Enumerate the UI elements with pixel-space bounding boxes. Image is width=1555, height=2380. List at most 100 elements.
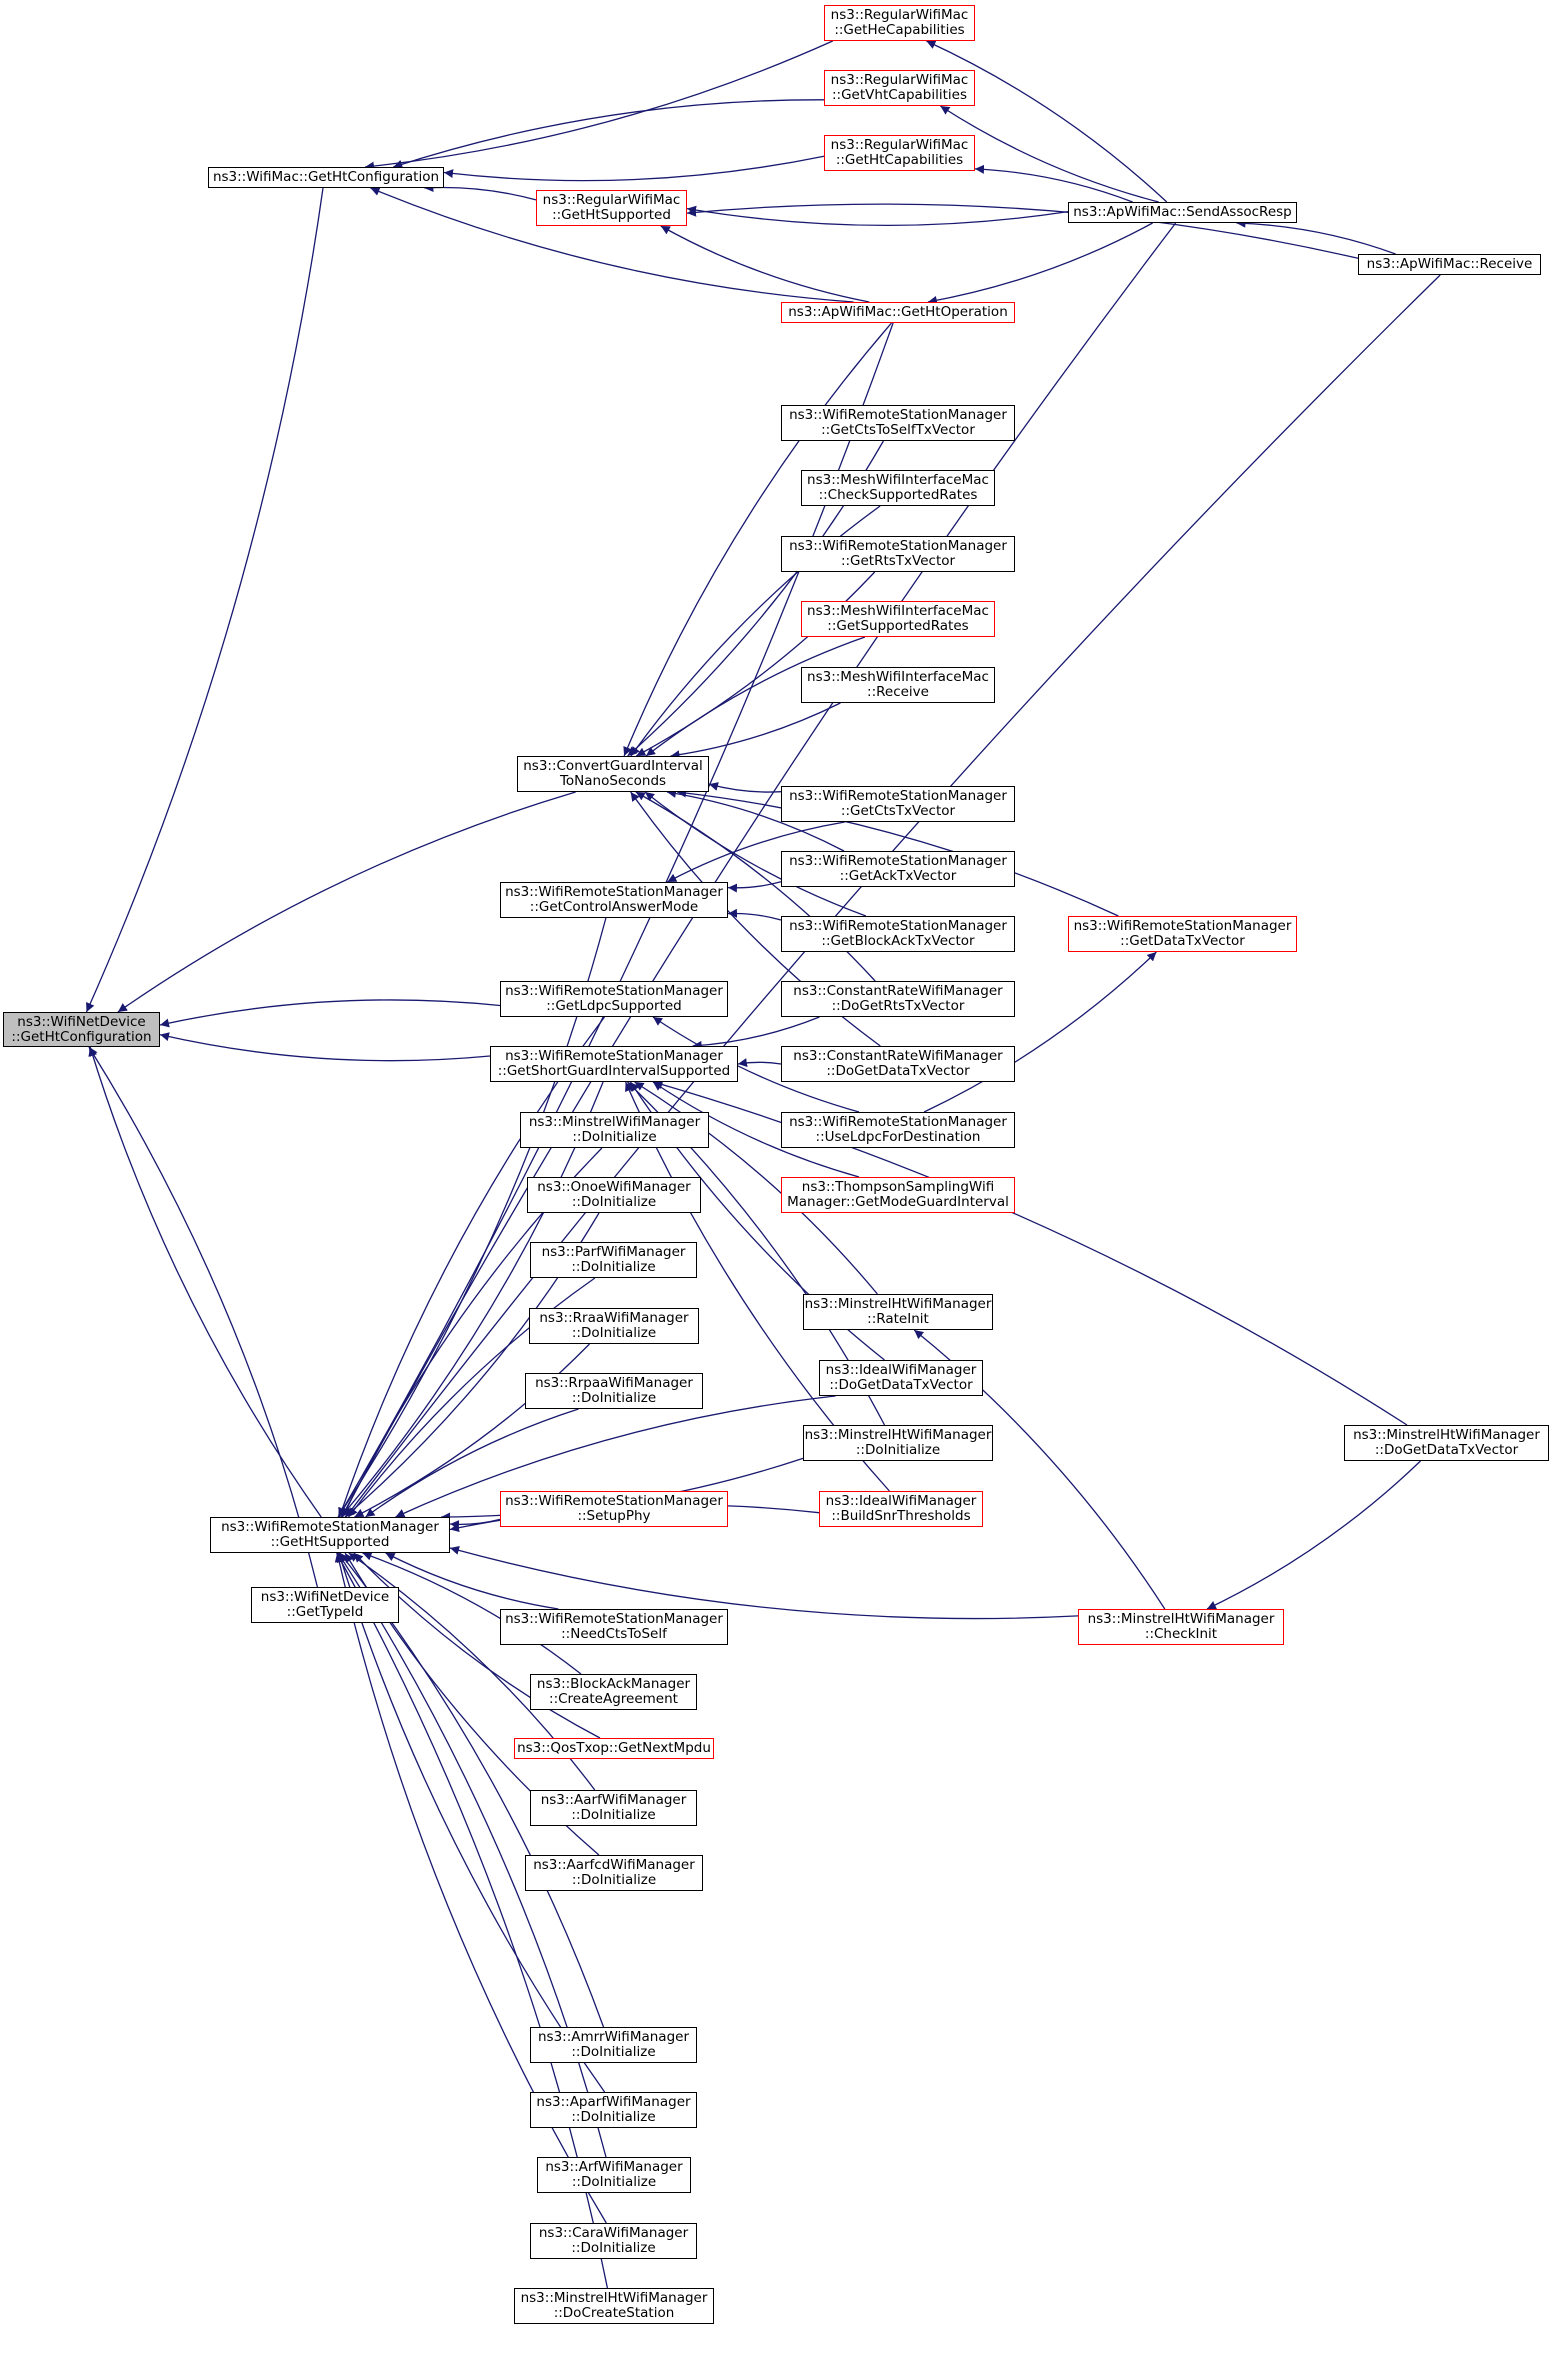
edge-wrsm_get_ack-to-wrsm_control_answer [727,881,782,893]
node-wrsm-sgi-supported[interactable]: ns3::WifiRemoteStationManager::GetShortG… [490,1046,738,1082]
edge-ideal_data-to-wrsm_ht_supported [395,1395,836,1518]
node-label-line: ::BuildSnrThresholds [831,1508,971,1524]
node-wrsm-get-data[interactable]: ns3::WifiRemoteStationManager::GetDataTx… [1068,916,1297,952]
node-cara-doinit[interactable]: ns3::CaraWifiManager::DoInitialize [530,2223,697,2259]
node-label-line: ns3::ApWifiMac::Receive [1366,256,1533,272]
node-aarfcd-doinit[interactable]: ns3::AarfcdWifiManager::DoInitialize [525,1855,703,1891]
node-label-line: ns3::RraaWifiManager [539,1310,689,1326]
edge-wnd_get_type-to-root [88,1046,319,1588]
edge-crwm_data-to-convert_gi [630,791,881,1047]
node-label-line: ns3::MinstrelHtWifiManager [1353,1427,1540,1443]
node-label-line: ns3::RegularWifiMac [830,137,969,153]
node-label-line: ns3::ConstantRateWifiManager [793,1048,1003,1064]
node-label-line: ns3::WifiRemoteStationManager [789,853,1007,869]
node-label-line: ns3::WifiRemoteStationManager [789,538,1007,554]
node-wrsm-get-rts[interactable]: ns3::WifiRemoteStationManager::GetRtsTxV… [781,536,1015,572]
node-ap-receive[interactable]: ns3::ApWifiMac::Receive [1358,254,1541,275]
node-wnd-get-type[interactable]: ns3::WifiNetDevice::GetTypeId [251,1587,399,1623]
node-wrsm-setup-phy[interactable]: ns3::WifiRemoteStationManager::SetupPhy [500,1491,728,1527]
node-wrsm-get-cts-to-self[interactable]: ns3::WifiRemoteStationManager::GetCtsToS… [781,405,1015,441]
node-mht-create-station[interactable]: ns3::MinstrelHtWifiManager::DoCreateStat… [514,2288,714,2324]
node-mac-get-ht-config[interactable]: ns3::WifiMac::GetHtConfiguration [208,167,444,188]
node-label-line: ns3::AarfWifiManager [540,1792,687,1808]
node-label-line: ns3::WifiRemoteStationManager [1073,918,1292,934]
node-ap-send-assoc-resp[interactable]: ns3::ApWifiMac::SendAssocResp [1068,202,1297,223]
node-crwm-rts[interactable]: ns3::ConstantRateWifiManager::DoGetRtsTx… [781,981,1015,1017]
edge-ap_receive-to-rwm_get_ht_supported [686,203,1359,259]
node-wrsm-need-cts[interactable]: ns3::WifiRemoteStationManager::NeedCtsTo… [500,1609,728,1645]
node-label-line: ns3::MeshWifiInterfaceMac [807,669,989,685]
node-ideal-data[interactable]: ns3::IdealWifiManager::DoGetDataTxVector [819,1360,983,1396]
node-ideal-snr[interactable]: ns3::IdealWifiManager::BuildSnrThreshold… [819,1491,983,1527]
node-wrsm-control-answer[interactable]: ns3::WifiRemoteStationManager::GetContro… [500,882,728,918]
node-parf-doinit[interactable]: ns3::ParfWifiManager::DoInitialize [530,1242,697,1278]
edge-ap_send_assoc_resp-to-ap_get_ht_operation [927,222,1153,305]
node-minstrel-doinit[interactable]: ns3::MinstrelWifiManager::DoInitialize [520,1112,709,1148]
node-wrsm-use-ldpc[interactable]: ns3::WifiRemoteStationManager::UseLdpcFo… [781,1112,1015,1148]
edge-rraa_doinit-to-wrsm_ht_supported [354,1343,590,1518]
node-mht-checkinit[interactable]: ns3::MinstrelHtWifiManager::CheckInit [1078,1609,1284,1645]
edge-rwm_get_ht_caps-to-mac_get_ht_config [443,155,825,182]
node-label-line: ::DoInitialize [571,2174,657,2190]
node-arf-doinit[interactable]: ns3::ArfWifiManager::DoInitialize [537,2157,691,2193]
node-rwm-get-vht-caps[interactable]: ns3::RegularWifiMac::GetVhtCapabilities [824,70,975,106]
node-label-line: ::GetAckTxVector [839,868,957,884]
node-label-line: ns3::ConvertGuardInterval [523,758,703,774]
node-mesh-receive[interactable]: ns3::MeshWifiInterfaceMac::Receive [801,667,995,703]
node-mesh-get-rates[interactable]: ns3::MeshWifiInterfaceMac::GetSupportedR… [801,601,995,637]
node-label-line: ns3::MinstrelHtWifiManager [1087,1611,1275,1627]
node-aparf-doinit[interactable]: ns3::AparfWifiManager::DoInitialize [530,2092,697,2128]
node-label-line: ::GetCtsToSelfTxVector [821,422,975,438]
node-label-line: ns3::RrpaaWifiManager [535,1375,693,1391]
edge-ap_get_ht_operation-to-mac_get_ht_config [370,187,854,303]
edge-ap_send_assoc_resp-to-wrsm_ht_supported [341,222,1177,1518]
node-label-line: ns3::AparfWifiManager [536,2094,691,2110]
node-label-line: ::Receive [867,684,929,700]
node-rrpaa-doinit[interactable]: ns3::RrpaaWifiManager::DoInitialize [525,1373,703,1409]
node-label-line: ns3::MeshWifiInterfaceMac [807,472,989,488]
node-mht-data[interactable]: ns3::MinstrelHtWifiManager::DoGetDataTxV… [1344,1425,1549,1461]
node-label-line: ::DoInitialize [855,1442,941,1458]
edge-ap_receive-to-ap_send_assoc_resp [1236,218,1396,255]
node-label-line: ::DoInitialize [572,1129,657,1145]
node-label-line: ::SetupPhy [577,1508,651,1524]
node-crwm-data[interactable]: ns3::ConstantRateWifiManager::DoGetDataT… [781,1046,1015,1082]
node-rwm-get-he-caps[interactable]: ns3::RegularWifiMac::GetHeCapabilities [824,5,975,41]
node-rwm-get-ht-supported[interactable]: ns3::RegularWifiMac::GetHtSupported [536,190,687,226]
node-wrsm-get-ack[interactable]: ns3::WifiRemoteStationManager::GetAckTxV… [781,851,1015,887]
node-label-line: ns3::ApWifiMac::GetHtOperation [788,304,1008,320]
node-label-line: ::DoInitialize [571,1390,657,1406]
node-label-line: ns3::WifiRemoteStationManager [505,983,723,999]
edge-wrsm_get_block_ack-to-convert_gi [644,791,867,917]
node-label-line: ns3::CaraWifiManager [538,2225,689,2241]
node-label-line: ::GetHtCapabilities [835,152,964,168]
node-qos-next-mpdu[interactable]: ns3::QosTxop::GetNextMpdu [514,1738,714,1759]
edge-cara_doinit-to-wrsm_ht_supported [334,1552,607,2224]
node-wrsm-ldpc-supported[interactable]: ns3::WifiRemoteStationManager::GetLdpcSu… [500,981,728,1017]
edge-mht_data-to-mht_checkinit [1206,1460,1421,1610]
node-root: ns3::WifiNetDevice::GetHtConfiguration [3,1012,160,1047]
node-label-line: ns3::MeshWifiInterfaceMac [807,603,989,619]
node-mht-rateinit[interactable]: ns3::MinstrelHtWifiManager::RateInit [803,1294,993,1330]
node-onoe-doinit[interactable]: ns3::OnoeWifiManager::DoInitialize [527,1177,701,1213]
node-wrsm-get-cts[interactable]: ns3::WifiRemoteStationManager::GetCtsTxV… [781,786,1015,822]
node-label-line: ::DoInitialize [571,1807,656,1823]
node-label-line: ns3::AmrrWifiManager [537,2029,689,2045]
edge-ap_send_assoc_resp-to-rwm_get_he_caps [926,40,1168,203]
node-mht-doinit[interactable]: ns3::MinstrelHtWifiManager::DoInitialize [803,1425,993,1461]
node-mesh-check-rates[interactable]: ns3::MeshWifiInterfaceMac::CheckSupporte… [801,470,995,506]
node-wrsm-get-block-ack[interactable]: ns3::WifiRemoteStationManager::GetBlockA… [781,916,1015,952]
edge-ap_get_ht_operation-to-rwm_get_ht_supported [660,225,870,303]
node-block-ack[interactable]: ns3::BlockAckManager::CreateAgreement [530,1674,697,1710]
node-amrr-doinit[interactable]: ns3::AmrrWifiManager::DoInitialize [530,2027,697,2063]
node-aarf-doinit[interactable]: ns3::AarfWifiManager::DoInitialize [530,1790,697,1826]
node-wrsm-ht-supported[interactable]: ns3::WifiRemoteStationManager::GetHtSupp… [210,1517,450,1553]
node-label-line: ::GetTypeId [286,1604,364,1620]
node-rwm-get-ht-caps[interactable]: ns3::RegularWifiMac::GetHtCapabilities [824,135,975,171]
node-ap-get-ht-operation[interactable]: ns3::ApWifiMac::GetHtOperation [781,302,1015,323]
node-rraa-doinit[interactable]: ns3::RraaWifiManager::DoInitialize [529,1308,699,1344]
node-label-line: ::CheckSupportedRates [818,487,978,503]
